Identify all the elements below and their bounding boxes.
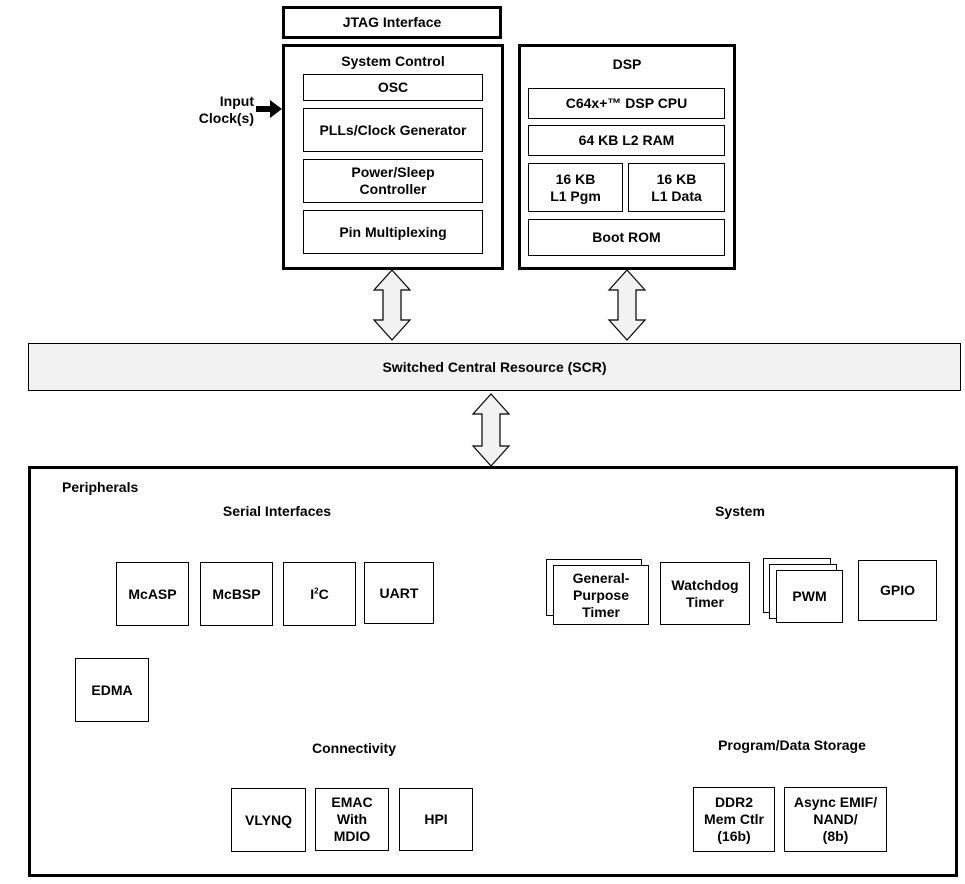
l1-data-label: 16 KB L1 Data <box>651 170 702 204</box>
pwm-label: PWM <box>792 588 827 604</box>
input-clock-label: Input Clock(s) <box>198 93 254 126</box>
vlynq-box: VLYNQ <box>231 788 306 852</box>
emac-box: EMAC With MDIO <box>315 788 389 851</box>
dsp-title: DSP <box>612 56 642 72</box>
jtag-interface-box: JTAG Interface <box>282 6 502 39</box>
i2c-label-rest: C <box>318 585 329 602</box>
l1-data-box: 16 KB L1 Data <box>628 163 725 212</box>
l1-pgm-box: 16 KB L1 Pgm <box>528 163 623 212</box>
ddr2-box: DDR2 Mem Ctlr (16b) <box>693 787 775 852</box>
edma-box: EDMA <box>75 658 149 722</box>
pwm-box: PWM <box>776 570 843 623</box>
watchdog-box: Watchdog Timer <box>660 562 750 625</box>
scr-bar: Switched Central Resource (SCR) <box>28 343 961 391</box>
hpi-label: HPI <box>424 811 448 827</box>
connectivity-title: Connectivity <box>311 740 396 756</box>
dsp-scr-arrow <box>607 269 647 341</box>
i2c-box: I2C <box>283 562 356 626</box>
async-emif-label: Async EMIF/ NAND/ (8b) <box>793 794 878 844</box>
sysctrl-scr-arrow <box>372 269 412 341</box>
dsp-cpu-box: C64x+™ DSP CPU <box>528 88 725 119</box>
osc-label: OSC <box>377 79 409 95</box>
hpi-box: HPI <box>399 788 473 851</box>
l2-ram-box: 64 KB L2 RAM <box>528 125 725 156</box>
i2c-label: I2C <box>310 586 328 603</box>
l1-pgm-label: 16 KB L1 Pgm <box>550 170 601 204</box>
system-title: System <box>715 503 765 519</box>
i2c-label-base: I <box>310 585 315 602</box>
peripherals-title: Peripherals <box>62 479 139 495</box>
gp-timer-label: General- Purpose Timer <box>572 569 630 620</box>
boot-rom-box: Boot ROM <box>528 219 725 256</box>
ddr2-label: DDR2 Mem Ctlr (16b) <box>704 794 764 844</box>
mcasp-box: McASP <box>116 562 189 626</box>
edma-label: EDMA <box>91 681 133 698</box>
uart-label: UART <box>379 584 419 601</box>
gpio-label: GPIO <box>879 582 915 598</box>
watchdog-label: Watchdog Timer <box>671 576 739 610</box>
pll-label: PLLs/Clock Generator <box>319 121 467 138</box>
uart-box: UART <box>364 562 434 624</box>
gpio-box: GPIO <box>858 560 937 621</box>
mcbsp-label: McBSP <box>212 585 261 602</box>
mcasp-label: McASP <box>128 585 177 602</box>
pin-mux-label: Pin Multiplexing <box>339 223 447 240</box>
storage-title: Program/Data Storage <box>718 737 866 753</box>
dsp-cpu-label: C64x+™ DSP CPU <box>565 95 688 111</box>
power-sleep-box: Power/Sleep Controller <box>303 159 483 203</box>
serial-interfaces-title: Serial Interfaces <box>222 503 332 519</box>
l2-ram-label: 64 KB L2 RAM <box>578 132 675 148</box>
pin-mux-box: Pin Multiplexing <box>303 210 483 254</box>
boot-rom-label: Boot ROM <box>592 229 661 245</box>
emac-label: EMAC With MDIO <box>331 794 373 844</box>
system-control-title: System Control <box>341 53 445 69</box>
async-emif-box: Async EMIF/ NAND/ (8b) <box>784 787 887 852</box>
gp-timer-box: General- Purpose Timer <box>553 565 649 625</box>
power-sleep-label: Power/Sleep Controller <box>351 164 435 197</box>
scr-label: Switched Central Resource (SCR) <box>382 359 607 375</box>
pll-box: PLLs/Clock Generator <box>303 108 483 152</box>
input-clock-arrow <box>256 100 282 118</box>
mcbsp-box: McBSP <box>200 562 273 626</box>
i2c-label-superscript: 2 <box>314 585 319 595</box>
vlynq-label: VLYNQ <box>245 811 292 828</box>
osc-box: OSC <box>303 74 483 101</box>
scr-peripherals-arrow <box>471 393 511 467</box>
jtag-label: JTAG Interface <box>342 14 442 30</box>
